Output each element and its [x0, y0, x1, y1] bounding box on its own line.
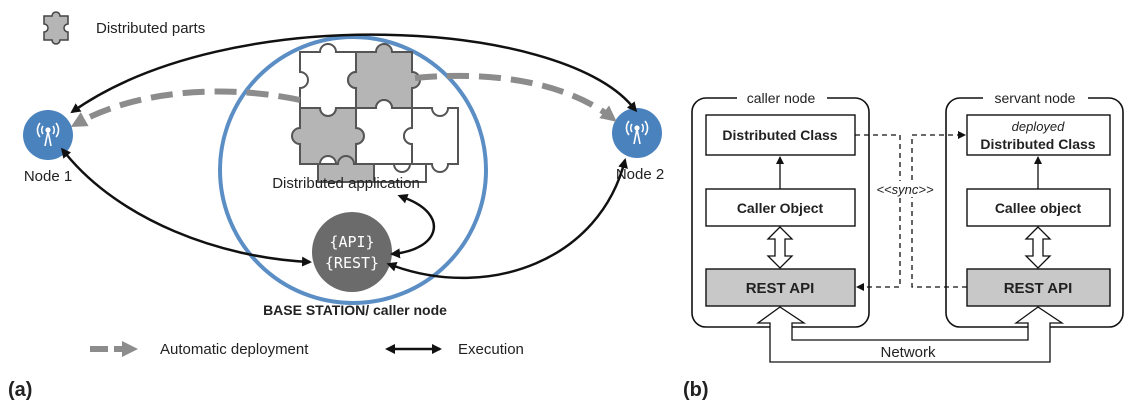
sync-arrow-rest-to-class — [911, 131, 967, 288]
callee-double-arrow — [1024, 226, 1052, 269]
base-station-label: BASE STATION/ caller node — [263, 302, 447, 318]
caller-rest-api: REST API — [746, 280, 815, 297]
callee-object-box — [966, 188, 1111, 227]
caller-object-box — [705, 188, 856, 227]
deploy-arrow-node1 — [70, 88, 301, 127]
panel-a: Distributed parts Distributed applicatio… — [8, 11, 664, 401]
panel-b: caller node servant node Distributed Cla… — [683, 90, 1124, 401]
rest-label: {REST} — [325, 254, 379, 272]
app-label: Distributed application — [272, 175, 420, 192]
caller-node-title: caller node — [747, 90, 816, 106]
legend-exec-label: Execution — [458, 341, 524, 358]
servant-node-title: servant node — [995, 90, 1076, 106]
caller-rest-api-box — [705, 268, 856, 307]
legend-deploy-label: Automatic deployment — [160, 341, 309, 358]
node-2-label: Node 2 — [616, 166, 664, 183]
network-arrow — [756, 306, 1065, 363]
callee-object: Callee object — [995, 200, 1082, 216]
node-2 — [612, 108, 662, 158]
servant-distributed-class: Distributed Class — [980, 136, 1095, 152]
sync-label: <<sync>> — [876, 182, 934, 197]
legend-parts-label: Distributed parts — [96, 20, 205, 37]
caller-distributed-class-box — [705, 114, 856, 156]
node-1 — [23, 110, 73, 160]
node-1-label: Node 1 — [24, 168, 72, 185]
network-label: Network — [880, 344, 936, 361]
sync-arrow-class-to-rest — [855, 134, 901, 291]
antenna-icon — [625, 120, 649, 145]
puzzle-piece-icon — [43, 11, 69, 45]
api-label: {API} — [329, 233, 374, 251]
caption-b: (b) — [683, 379, 709, 401]
servant-rest-api: REST API — [1004, 280, 1073, 297]
servant-rest-api-box — [966, 268, 1111, 307]
exec-arrow-node2 — [386, 158, 628, 280]
servant-distributed-class-box — [966, 114, 1111, 156]
deploy-arrow-node2 — [414, 72, 617, 122]
caller-double-arrow — [766, 226, 794, 269]
rest-api-circle — [312, 212, 392, 292]
exec-arrow-top — [70, 33, 638, 114]
antenna-icon — [36, 122, 60, 147]
caller-object: Caller Object — [737, 200, 824, 216]
exec-arrow-app — [390, 194, 436, 259]
exec-arrow-node1 — [60, 147, 312, 267]
caption-a: (a) — [8, 379, 32, 401]
caller-distributed-class: Distributed Class — [722, 127, 837, 143]
servant-deployed-label: deployed — [1012, 119, 1066, 134]
